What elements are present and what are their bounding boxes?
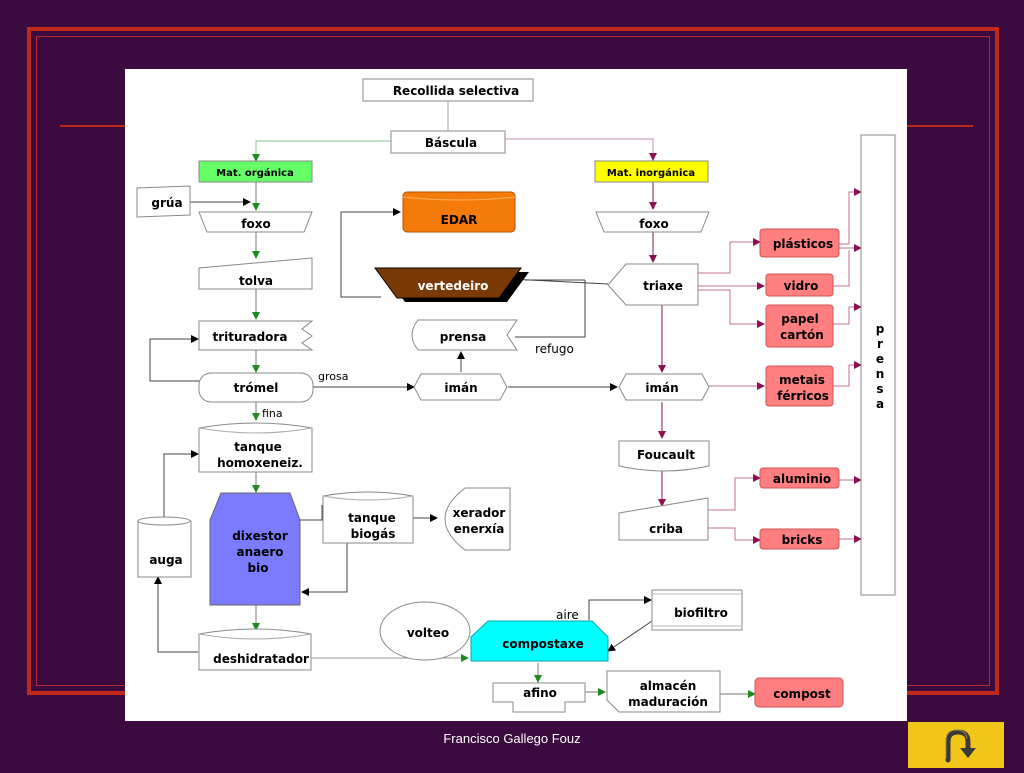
papel-carton-box: papel cartón bbox=[765, 304, 834, 348]
plasticos-box: plásticos bbox=[759, 228, 840, 258]
tanque-homoxeneiz-label-2: homoxeneiz. bbox=[217, 456, 303, 470]
trituradora-box: trituradora bbox=[198, 320, 314, 351]
prensa-letter-s: s bbox=[876, 382, 883, 396]
fina-label: fina bbox=[262, 407, 283, 420]
foucault-label: Foucault bbox=[637, 448, 695, 462]
aluminio-box: aluminio bbox=[759, 467, 840, 489]
xerador-label-1: xerador bbox=[453, 506, 506, 520]
grosa-label: grosa bbox=[318, 370, 348, 383]
prensa-letter-a: a bbox=[876, 397, 884, 411]
almacen-maduracion-box: almacén maduración bbox=[606, 670, 721, 713]
tanque-biogas-box: tanque biogás bbox=[322, 491, 414, 544]
prensa-mid-label: prensa bbox=[440, 330, 486, 344]
plasticos-label: plásticos bbox=[773, 237, 833, 251]
process-flow-diagram: Recollida selectiva Báscula Mat. orgánic… bbox=[136, 78, 896, 713]
tromel-box: trómel bbox=[198, 372, 314, 403]
almacen-label-2: maduración bbox=[628, 695, 708, 709]
footer-author: Francisco Gallego Fouz bbox=[443, 731, 581, 746]
edar-label: EDAR bbox=[441, 213, 478, 227]
tolva-label: tolva bbox=[239, 274, 273, 288]
papel-label: papel bbox=[781, 312, 819, 326]
triaxe-box: triaxe bbox=[607, 263, 699, 306]
auga-box: auga bbox=[137, 516, 192, 578]
bascula-label: Báscula bbox=[425, 136, 477, 150]
mat-inorganica-label: Mat. inorgánica bbox=[607, 167, 695, 179]
grua-label: grúa bbox=[151, 196, 182, 210]
volteo-label: volteo bbox=[407, 626, 449, 640]
triaxe-label: triaxe bbox=[643, 279, 683, 293]
prensa-mid-box: prensa bbox=[411, 319, 518, 351]
vidro-box: vidro bbox=[765, 273, 834, 297]
bricks-label: bricks bbox=[782, 533, 823, 547]
edar-box: EDAR bbox=[402, 191, 516, 233]
auga-label: auga bbox=[149, 553, 182, 567]
recollida-selectiva-box: Recollida selectiva bbox=[362, 78, 534, 102]
dixestor-box: dixestor anaero bio bbox=[209, 492, 301, 606]
mat-inorganica-box: Mat. inorgánica bbox=[594, 160, 709, 183]
bascula-box: Báscula bbox=[390, 130, 506, 154]
title-rule-right bbox=[906, 125, 973, 127]
prensa-letter-p: p bbox=[876, 322, 885, 336]
xerador-label-2: enerxía bbox=[454, 522, 505, 536]
foucault-box: Foucault bbox=[618, 440, 710, 472]
almacen-label-1: almacén bbox=[640, 679, 697, 693]
u-turn-return-icon bbox=[945, 729, 976, 763]
prensa-letter-n: n bbox=[876, 367, 885, 381]
criba-label: criba bbox=[649, 522, 683, 536]
tromel-label: trómel bbox=[234, 381, 279, 395]
iman-mid-label: imán bbox=[444, 381, 477, 395]
foxo-left-label: foxo bbox=[241, 217, 270, 231]
tanque-homoxeneiz-box: tanque homoxeneiz. bbox=[198, 422, 313, 473]
criba-box: criba bbox=[618, 497, 709, 541]
compost-label: compost bbox=[773, 687, 831, 701]
carton-label: cartón bbox=[780, 328, 824, 342]
iman-mid-box: imán bbox=[413, 373, 508, 401]
foxo-right-box: foxo bbox=[595, 211, 710, 233]
volteo-ellipse: volteo bbox=[379, 601, 471, 661]
dixestor-label-2: anaero bbox=[236, 545, 283, 559]
compostaxe-box: compostaxe bbox=[470, 620, 609, 662]
afino-box: afino bbox=[492, 682, 586, 713]
xerador-enerxia-box: xerador enerxía bbox=[444, 487, 511, 551]
diagram-canvas: Recollida selectiva Báscula Mat. orgánic… bbox=[125, 69, 907, 721]
mat-organica-box: Mat. orgánica bbox=[198, 160, 313, 183]
foxo-right-label: foxo bbox=[639, 217, 668, 231]
prensa-letter-r: r bbox=[877, 337, 883, 351]
mat-organica-label: Mat. orgánica bbox=[216, 167, 294, 179]
afino-label: afino bbox=[523, 686, 557, 700]
deshidratador-box: deshidratador bbox=[198, 628, 312, 671]
iman-right-label: imán bbox=[645, 381, 678, 395]
dixestor-label-3: bio bbox=[248, 561, 269, 575]
recollida-selectiva-label: Recollida selectiva bbox=[393, 84, 519, 98]
tolva-box: tolva bbox=[198, 257, 313, 290]
biofiltro-label: biofiltro bbox=[674, 606, 728, 620]
foxo-left-box: foxo bbox=[198, 211, 313, 233]
grua-box: grúa bbox=[136, 185, 191, 218]
vidro-label: vidro bbox=[784, 279, 819, 293]
connectors bbox=[149, 101, 862, 698]
bricks-box: bricks bbox=[759, 528, 840, 550]
ferricos-label: férricos bbox=[777, 389, 829, 403]
dixestor-label-1: dixestor bbox=[232, 529, 288, 543]
iman-right-box: imán bbox=[618, 373, 710, 401]
vertedeiro-label: vertedeiro bbox=[418, 279, 489, 293]
tanque-biogas-label-1: tanque bbox=[348, 511, 396, 525]
compost-box: compost bbox=[754, 677, 844, 708]
metais-label: metais bbox=[779, 373, 825, 387]
aluminio-label: aluminio bbox=[773, 472, 831, 486]
trituradora-label: trituradora bbox=[213, 330, 288, 344]
deshidratador-label: deshidratador bbox=[213, 652, 309, 666]
biofiltro-box: biofiltro bbox=[651, 589, 743, 631]
return-button[interactable] bbox=[908, 722, 1004, 768]
aire-label: aire bbox=[556, 608, 579, 622]
tanque-biogas-label-2: biogás bbox=[351, 527, 396, 541]
metais-ferricos-box: metais férricos bbox=[765, 365, 834, 407]
refugo-label: refugo bbox=[535, 342, 574, 356]
compostaxe-label: compostaxe bbox=[502, 637, 584, 651]
title-rule-left bbox=[60, 125, 126, 127]
vertedeiro-box: vertedeiro bbox=[374, 267, 529, 302]
prensa-letter-e: e bbox=[876, 352, 884, 366]
tanque-homoxeneiz-label-1: tanque bbox=[234, 440, 282, 454]
prensa-vertical-box: p r e n s a bbox=[860, 134, 896, 596]
